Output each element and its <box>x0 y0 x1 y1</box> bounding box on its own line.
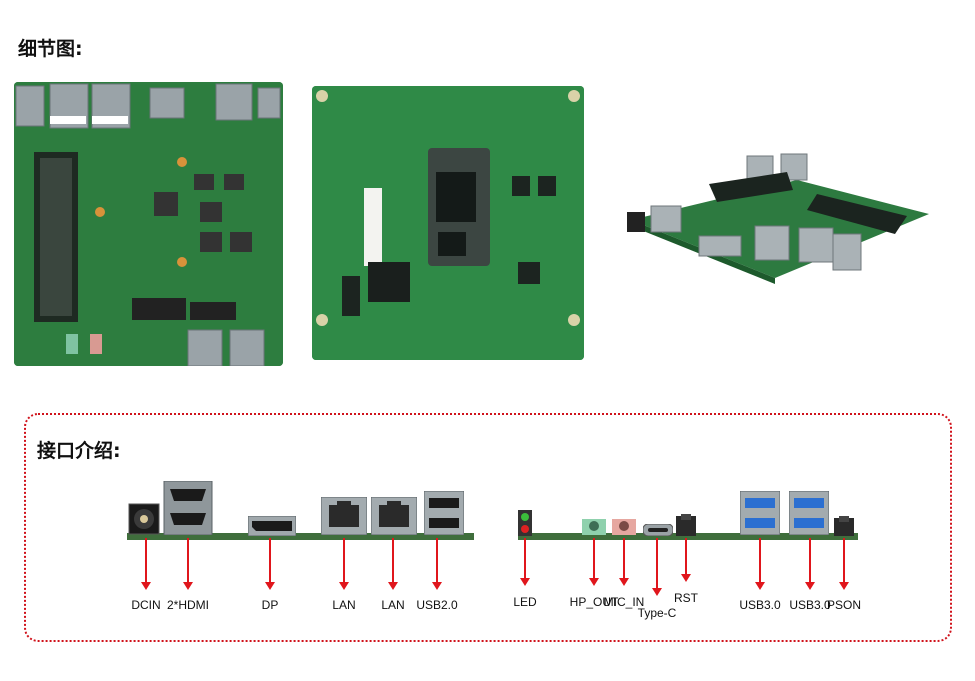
led-label: LED <box>513 595 537 609</box>
lan-port-2 <box>371 497 417 535</box>
usb30b-arrow-line <box>809 538 811 582</box>
pson-arrow-head <box>839 582 849 590</box>
hdmi-arrow-line <box>187 538 189 582</box>
dcin-arrow-line <box>145 538 147 582</box>
usb20-arrow-line <box>436 538 438 582</box>
dp-label: DP <box>261 598 279 612</box>
typec-arrow-head <box>652 588 662 596</box>
lan2-arrow-head <box>388 582 398 590</box>
hp-out-jack <box>582 519 606 535</box>
led-arrow-head <box>520 578 530 586</box>
motherboard-top-photo <box>14 82 283 366</box>
dp-arrow-head <box>265 582 275 590</box>
mic-in-jack <box>612 519 636 535</box>
interfaces-heading: 接口介绍: <box>37 440 121 462</box>
usb30a-arrow-line <box>759 538 761 582</box>
pson-arrow-line <box>843 538 845 582</box>
dcin-arrow-head <box>141 582 151 590</box>
micin-arrow-line <box>623 538 625 578</box>
lan-port-1 <box>321 497 367 535</box>
dp-port <box>248 516 296 536</box>
led-indicator <box>518 510 532 536</box>
led-arrow-line <box>524 538 526 578</box>
hdmi-label: 2*HDMI <box>166 598 210 612</box>
micin-label: MIC_IN <box>603 595 645 609</box>
pson-label: PSON <box>826 598 862 612</box>
rst-label: RST <box>674 591 698 605</box>
dp-arrow-line <box>269 538 271 582</box>
hdmi-ports <box>163 481 213 535</box>
rst-button <box>676 514 696 536</box>
board-edge-left <box>127 533 474 540</box>
usb20-label: USB2.0 <box>416 598 458 612</box>
hpout-arrow-head <box>589 578 599 586</box>
dcin-port <box>128 503 160 535</box>
type-c-port <box>643 524 673 536</box>
motherboard-isometric-photo <box>627 150 932 285</box>
rst-arrow-head <box>681 574 691 582</box>
micin-arrow-head <box>619 578 629 586</box>
hdmi-arrow-head <box>183 582 193 590</box>
lan1-label: LAN <box>332 598 356 612</box>
motherboard-bottom-photo <box>312 86 584 360</box>
typec-label: Type-C <box>637 606 677 620</box>
rst-arrow-line <box>685 538 687 574</box>
typec-arrow-line <box>656 538 658 588</box>
usb30-port-b <box>789 491 829 535</box>
usb30a-arrow-head <box>755 582 765 590</box>
usb20-arrow-head <box>432 582 442 590</box>
lan2-label: LAN <box>381 598 405 612</box>
details-heading: 细节图: <box>18 38 83 60</box>
usb30a-label: USB3.0 <box>739 598 781 612</box>
board-edge-right <box>518 533 858 540</box>
hpout-label: HP_OUT <box>569 595 619 609</box>
dcin-label: DCIN <box>131 598 161 612</box>
pson-button <box>834 516 854 536</box>
usb30b-label: USB3.0 <box>789 598 831 612</box>
usb30b-arrow-head <box>805 582 815 590</box>
interfaces-frame <box>24 413 952 642</box>
hpout-arrow-line <box>593 538 595 578</box>
lan2-arrow-line <box>392 538 394 582</box>
lan1-arrow-line <box>343 538 345 582</box>
usb20-ports <box>424 491 464 535</box>
lan1-arrow-head <box>339 582 349 590</box>
usb30-port-a <box>740 491 780 535</box>
